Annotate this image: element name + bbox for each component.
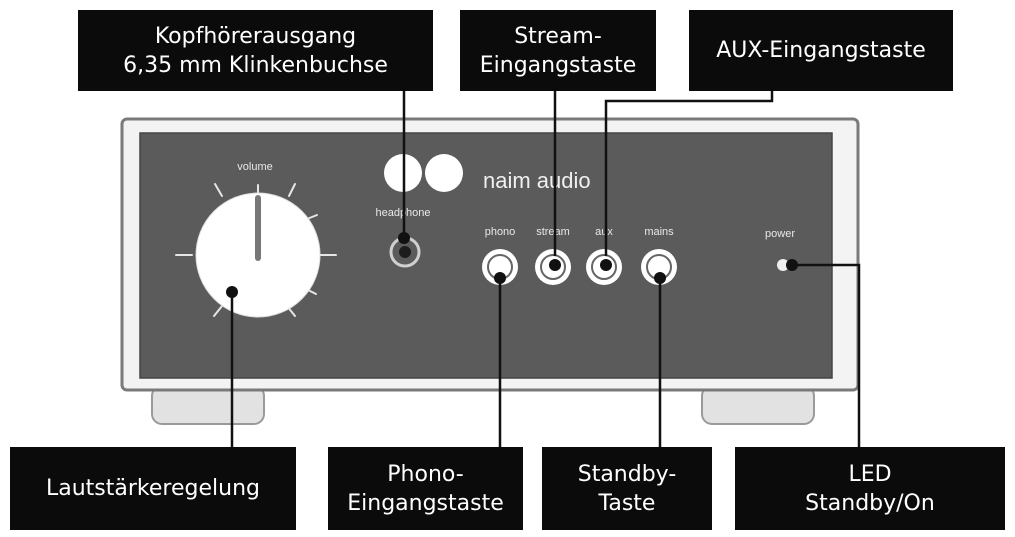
logo-circle-right: [425, 154, 463, 192]
brand-name: naim audio: [483, 168, 591, 193]
callout-volume-control: Lautstärkeregelung: [10, 447, 296, 530]
mains-button[interactable]: [641, 249, 677, 285]
phono-button[interactable]: [482, 249, 518, 285]
callout-volume-line1: Lautstärkeregelung: [46, 476, 260, 501]
power-led: [777, 259, 789, 271]
stream-label: stream: [536, 226, 570, 238]
callout-stream-button: Stream- Eingangstaste: [460, 10, 656, 91]
callout-phono-button: Phono- Eingangstaste: [328, 447, 523, 530]
callout-standby-button: Standby- Taste: [542, 447, 712, 530]
callout-led-line2: Standby/On: [805, 490, 935, 516]
volume-ticks: [175, 183, 337, 317]
mains-label: mains: [644, 226, 674, 238]
leader-lines: [230, 91, 861, 447]
headphone-jack-hole: [399, 246, 411, 258]
right-foot: [701, 385, 815, 425]
callout-standby-line1: Standby-: [577, 461, 677, 487]
callout-led-standby-on: LED Standby/On: [735, 447, 1005, 530]
callout-stream-line2: Eingangstaste: [479, 52, 637, 78]
aux-label: aux: [595, 226, 613, 238]
callout-led-line1: LED: [848, 461, 892, 487]
volume-label: volume: [237, 161, 272, 173]
leader-dots: [226, 232, 798, 298]
callout-phono-line1: Phono-: [387, 461, 464, 487]
callout-phono-line2: Eingangstaste: [347, 490, 504, 516]
callout-headphone-output: Kopfhörerausgang 6,35 mm Klinkenbuchse: [78, 10, 433, 91]
callout-aux-line1: AUX-Eingangstaste: [716, 38, 926, 63]
callout-stream-line1: Stream-: [514, 23, 602, 49]
phono-label: phono: [485, 226, 516, 238]
callout-headphone-line1: Kopfhörerausgang: [154, 23, 357, 49]
power-label: power: [765, 228, 795, 240]
left-foot: [151, 385, 265, 425]
callout-aux-button: AUX-Eingangstaste: [689, 10, 953, 91]
callout-headphone-line2: 6,35 mm Klinkenbuchse: [123, 52, 388, 78]
callout-standby-line2: Taste: [598, 490, 656, 516]
